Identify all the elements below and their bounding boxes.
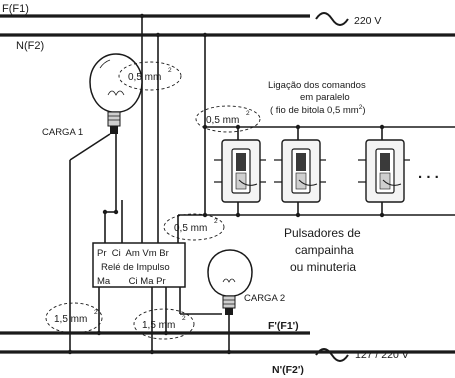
relay-top-terminals: Pr Ci Am Vm Br	[97, 248, 169, 259]
label-load-1: CARGA 1	[42, 127, 83, 138]
junction-dot	[202, 124, 208, 130]
gauge-sup: 2	[182, 315, 186, 322]
junction-dot	[139, 13, 145, 19]
note-line-2: em paralelo	[300, 92, 350, 103]
caption-line-3: ou minuteria	[290, 260, 356, 274]
gauge-callout	[45, 302, 103, 334]
lamp-2-bulb-icon	[207, 249, 253, 315]
gauge-label-top: 0,5 mm	[128, 72, 161, 83]
caption-line-2: campainha	[295, 243, 354, 257]
label-load-2: CARGA 2	[244, 293, 285, 304]
label-voltage-out: 127 / 220 V	[355, 349, 409, 361]
gauge-callout	[163, 213, 225, 241]
gauge-callout	[195, 105, 261, 133]
label-voltage-in: 220 V	[354, 15, 381, 27]
gauge-label-mid: 0,5 mm	[206, 115, 239, 126]
gauge-label-left: 1,5 mm	[54, 314, 87, 325]
junction-dot	[113, 209, 119, 215]
label-f1-out: F'(F1')	[268, 320, 299, 332]
note-line-3: ( fio de bitola 0,5 mm2)	[270, 104, 366, 116]
junction-dot	[226, 349, 232, 355]
junction-dot	[155, 32, 161, 38]
lamp-1-bulb-icon	[89, 53, 143, 134]
continuation-dots: . . .	[418, 165, 439, 182]
pushbutton-switch-icon	[214, 139, 266, 203]
impulse-relay-box	[92, 242, 186, 288]
junction-dot	[149, 349, 155, 355]
ac-symbol-icon	[315, 12, 349, 26]
junction-dot	[96, 330, 102, 336]
note-line-1: Ligação dos comandos	[268, 80, 366, 91]
ac-symbol-output-icon	[315, 348, 349, 362]
gauge-label-relay: 0,5 mm	[174, 223, 207, 234]
wire-lamp1-left	[69, 133, 111, 161]
relay-bottom-terminals: Ma Ci Ma Pr	[97, 276, 166, 287]
junction-dot	[67, 349, 73, 355]
caption-line-1: Pulsadores de	[284, 226, 361, 240]
gauge-label-bottom: 1,5 mm	[142, 320, 175, 331]
junction-dot	[163, 330, 169, 336]
pushbutton-switch-icon	[274, 139, 326, 203]
relay-name: Relé de Impulso	[101, 262, 170, 273]
gauge-sup: 2	[168, 67, 172, 74]
label-n2-out: N'(F2')	[272, 364, 304, 376]
gauge-callout	[118, 61, 182, 91]
gauge-callout	[133, 308, 195, 340]
gauge-sup: 2	[214, 218, 218, 225]
label-n2: N(F2)	[16, 40, 44, 52]
label-f1: F(F1)	[2, 3, 29, 15]
gauge-sup: 2	[94, 309, 98, 316]
gauge-sup: 2	[246, 110, 250, 117]
pushbutton-switch-icon	[358, 139, 410, 203]
junction-dot	[202, 32, 208, 38]
